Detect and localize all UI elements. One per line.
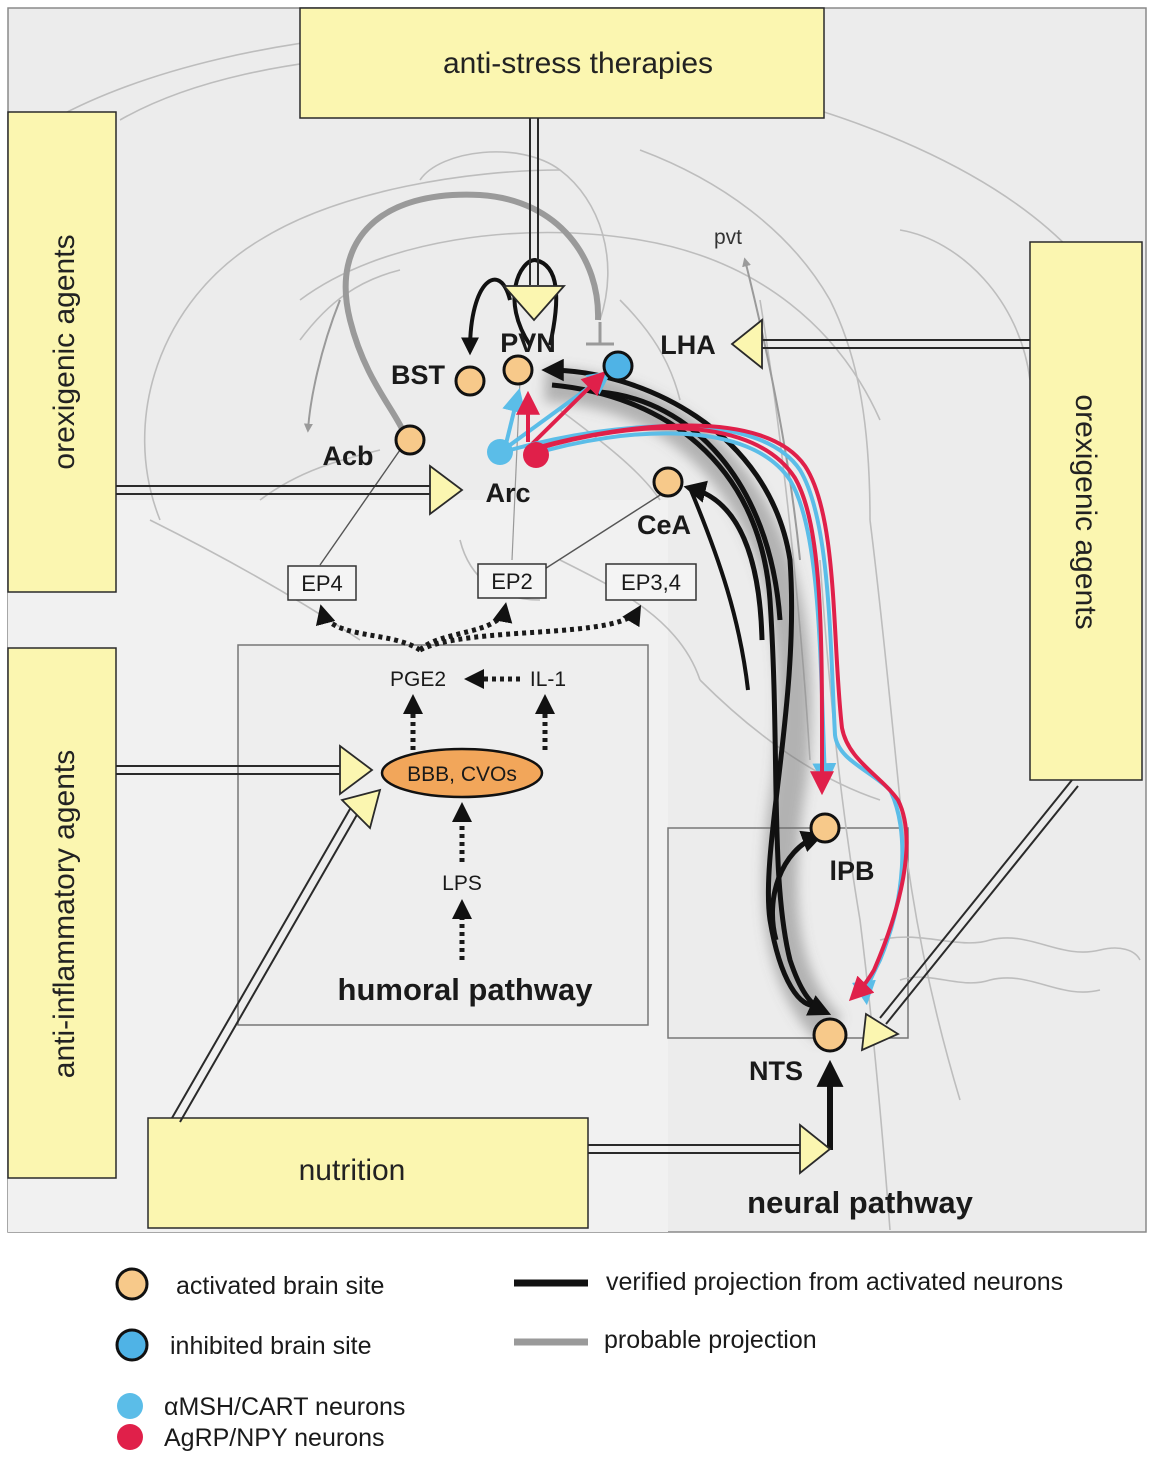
acb-label: Acb	[322, 441, 373, 471]
nutrition-label: nutrition	[299, 1154, 406, 1187]
orexigenic-agents-right-box: orexigenic agents	[1029, 241, 1143, 781]
ipb-node	[809, 812, 841, 844]
neural-pathway-label: neural pathway	[747, 1185, 973, 1220]
brain-sites	[394, 350, 848, 1053]
humoral-pathway-label: humoral pathway	[338, 972, 594, 1007]
ipb-label: lPB	[829, 856, 874, 886]
legend-msh-swatch	[117, 1393, 143, 1419]
probable-projections	[303, 191, 801, 561]
pvn-label: PVN	[500, 328, 556, 358]
anti-inflammatory-agents-box: anti-inflammatory agents	[7, 647, 117, 1179]
orexigenic-agents-left-box: orexigenic agents	[7, 111, 117, 593]
pge2-label: PGE2	[390, 668, 446, 691]
region-labels: PVN BST LHA Acb Arc CeA lPB NTS pvt neur…	[322, 226, 973, 1220]
il1-label: IL-1	[530, 668, 566, 691]
lps-label: LPS	[442, 872, 482, 895]
arc-msh-neuron	[487, 439, 513, 465]
legend-activated-swatch	[115, 1267, 149, 1301]
anti-stress-therapies-box: anti-stress therapies	[299, 7, 825, 119]
legend-activated-label: activated brain site	[176, 1272, 384, 1300]
ep2-label: EP2	[491, 569, 533, 594]
anti-inflammatory-label: anti-inflammatory agents	[48, 750, 81, 1078]
orexigenic-right-label: orexigenic agents	[1069, 394, 1102, 629]
ep2-box	[477, 563, 547, 599]
acb-node	[394, 424, 426, 456]
lha-label: LHA	[660, 330, 716, 360]
pvt-label: pvt	[714, 226, 742, 249]
nts-node	[812, 1017, 848, 1053]
anti-stress-label: anti-stress therapies	[443, 47, 713, 80]
yellow-arrows	[116, 118, 1079, 1175]
ep4-box	[287, 565, 357, 601]
legend-msh-label: αMSH/CART neurons	[164, 1393, 405, 1421]
pvn-node	[502, 354, 534, 386]
legend-agrp-label: AgRP/NPY neurons	[164, 1424, 385, 1452]
bbb-cvos-ellipse	[380, 747, 544, 799]
ep4-label: EP4	[301, 571, 343, 596]
legend-agrp-swatch	[117, 1424, 143, 1450]
legend-verified-label: verified projection from activated neuro…	[606, 1268, 1063, 1296]
nutrition-box: nutrition	[147, 1117, 589, 1229]
neuron-projections	[502, 370, 909, 1006]
legend: activated brain site inhibited brain sit…	[115, 1267, 1063, 1452]
cea-node	[652, 466, 684, 498]
orexigenic-left-label: orexigenic agents	[48, 234, 81, 469]
legend-inhibited-swatch	[115, 1328, 149, 1362]
cea-label: CeA	[637, 510, 691, 540]
ep34-box	[605, 563, 697, 601]
legend-inhibited-label: inhibited brain site	[170, 1332, 372, 1360]
arc-label: Arc	[485, 478, 530, 508]
arc-agrp-neuron	[523, 442, 549, 468]
humoral-pathway: EP4 EP2 EP3,4 PGE2 IL-1 BBB, CVOs LPS hu…	[287, 563, 697, 1007]
legend-probable-label: probable projection	[604, 1326, 817, 1354]
lha-node	[602, 350, 634, 382]
humoral-box	[237, 644, 649, 1026]
nts-label: NTS	[749, 1056, 803, 1086]
bbb-cvos-label: BBB, CVOs	[407, 763, 517, 786]
bst-node	[454, 365, 486, 397]
bst-label: BST	[391, 360, 446, 390]
ep34-label: EP3,4	[621, 570, 681, 595]
